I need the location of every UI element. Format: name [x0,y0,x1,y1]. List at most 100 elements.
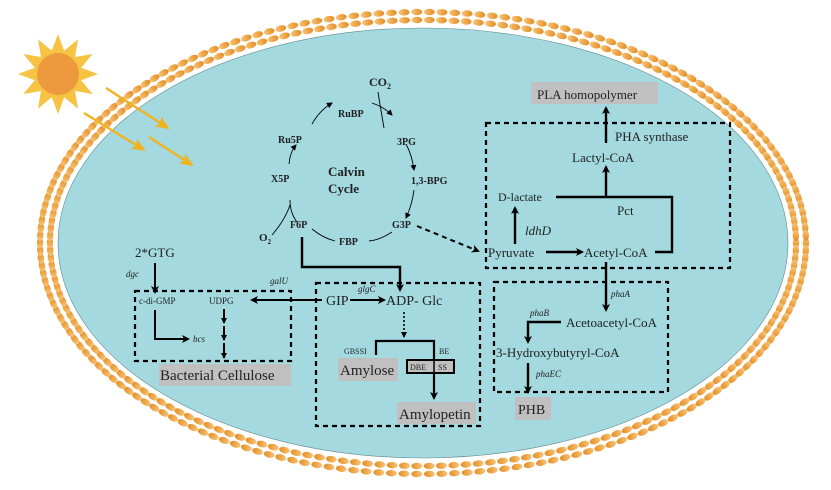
lipid-bead [651,412,663,421]
lipid-bead [411,470,423,478]
lipid-bead [290,29,302,37]
lipid-bead [704,392,714,401]
amylose-box [338,358,398,381]
lipid-bead [70,141,80,152]
lipid-bead [70,334,80,345]
lipid-bead [696,387,707,396]
phb-product-box [515,397,551,420]
lipid-bead [229,38,241,46]
lipid-bead [544,29,556,37]
calvin-title: Calvin [328,164,366,179]
pla-pathway-box [484,121,732,270]
lipid-bead [149,403,160,412]
lipid-bead [108,102,118,112]
lipid-bead [290,449,302,457]
lipid-bead [323,463,335,471]
lipid-bead [109,113,119,123]
lipid-bead [509,455,521,463]
lipid-bead [411,462,423,470]
lipid-bead [234,433,246,441]
lipid-bead [667,414,679,422]
arrow-cdigmp-to-bcs [154,310,190,343]
glgC-label: glgC [358,284,377,294]
lipid-bead [108,374,118,384]
calvin-arc-co2-3pg [377,91,385,129]
lipid-bead [509,23,521,31]
lipid-bead [123,386,134,395]
lipid-bead [688,85,699,94]
lipid-bead [497,457,509,465]
cellulose-pathway-box [133,289,293,363]
lipid-bead [187,423,198,432]
lipid-bead [203,421,215,430]
lipid-bead [559,25,571,32]
lipid-bead [350,459,361,466]
lipid-bead [411,8,423,16]
lipid-bead [499,14,511,21]
lipid-bead [589,437,601,445]
lipid-bead [670,403,681,411]
o2-label: O2 [259,232,272,246]
lipid-bead [686,74,697,83]
lipid-bead [704,381,715,390]
lipid-bead [755,348,765,358]
phb-pathway-box [492,280,670,394]
lipid-bead [734,357,744,367]
lipid-bead [511,15,523,23]
lipid-bead [275,25,287,32]
phaEC-label: phaEC [535,369,562,379]
light-arrow [148,135,194,167]
lipid-bead [589,41,601,49]
c-di-gmp-label: c-di-GMP [139,296,176,306]
lipid-bead [213,52,225,60]
lipid-bead [661,408,672,416]
amylose-label: Amylose [340,363,395,379]
lactyl-coa-label: Lactyl-CoA [572,150,635,165]
adp-glc-label: ADP- Glc [386,294,442,309]
lipid-bead [123,375,134,385]
lipid-bead [302,27,314,35]
lipid-bead [631,421,643,430]
lipid-bead [486,466,498,474]
lipid-bead [734,119,744,129]
lipid-bead [373,10,385,17]
lipid-bead [567,443,579,451]
lipid-bead [314,453,325,461]
node-bpg: 1,3-BPG [411,176,448,187]
lipid-bead [594,34,606,42]
lipid-bead [183,65,195,74]
lipid-bead [742,361,752,371]
udpg-label: UDPG [209,296,234,306]
lipid-bead [96,125,106,135]
lipid-bead [224,430,235,438]
arrow-g3p-to-pyruvate [416,225,480,253]
lipid-bead [616,436,628,445]
lipid-bead [165,403,176,411]
lipid-bead [712,375,723,385]
node-x5p: X5P [271,174,289,185]
lipid-bead [761,341,770,351]
lipid-bead [87,121,97,131]
lipid-bead [712,101,723,111]
pla-product-box [531,82,658,104]
lipid-bead [720,380,730,390]
lipid-bead [547,456,559,464]
phaB-label: phaB [529,308,550,318]
lipid-bead [279,32,290,40]
gbssi-label: GBSSI [344,347,367,356]
lipid-bead [156,80,167,88]
lipid-bead [263,451,275,458]
lipid-bead [203,56,215,65]
lipid-bead [335,465,347,472]
cell-membrane [36,8,810,478]
lipid-bead [187,54,198,63]
lipid-bead [436,462,447,469]
lipid-bead [350,20,361,27]
lipid-bead [727,363,737,373]
lipid-bead [224,48,235,56]
lipid-bead [679,80,690,88]
lipid-bead [76,341,85,351]
lipid-bead [749,121,759,131]
lipid-bead [287,456,299,464]
